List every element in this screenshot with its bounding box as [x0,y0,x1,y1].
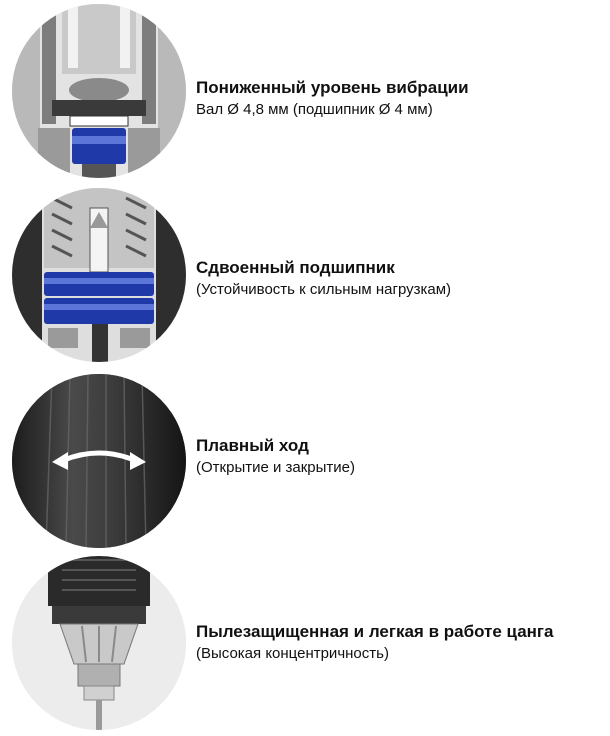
feature-subtitle: Вал Ø 4,8 мм (подшипник Ø 4 мм) [196,101,433,118]
bearing-shaft-cutaway-icon [12,4,186,178]
feature-subtitle: (Устойчивость к сильным нагрузкам) [196,281,452,298]
rotating-nut-icon [12,374,186,548]
feature-subtitle: (Открытие и закрытие) [196,459,356,476]
double-bearing-cutaway-icon [12,188,186,362]
collet-chuck-icon [12,556,186,730]
feature-title: Пылезащищенная и легкая в работе цанга [196,622,554,641]
feature-title: Плавный ход [196,436,309,455]
feature-title: Сдвоенный подшипник [196,258,395,277]
feature-subtitle: (Высокая концентричность) [196,645,389,662]
feature-title: Пониженный уровень вибрации [196,78,469,97]
